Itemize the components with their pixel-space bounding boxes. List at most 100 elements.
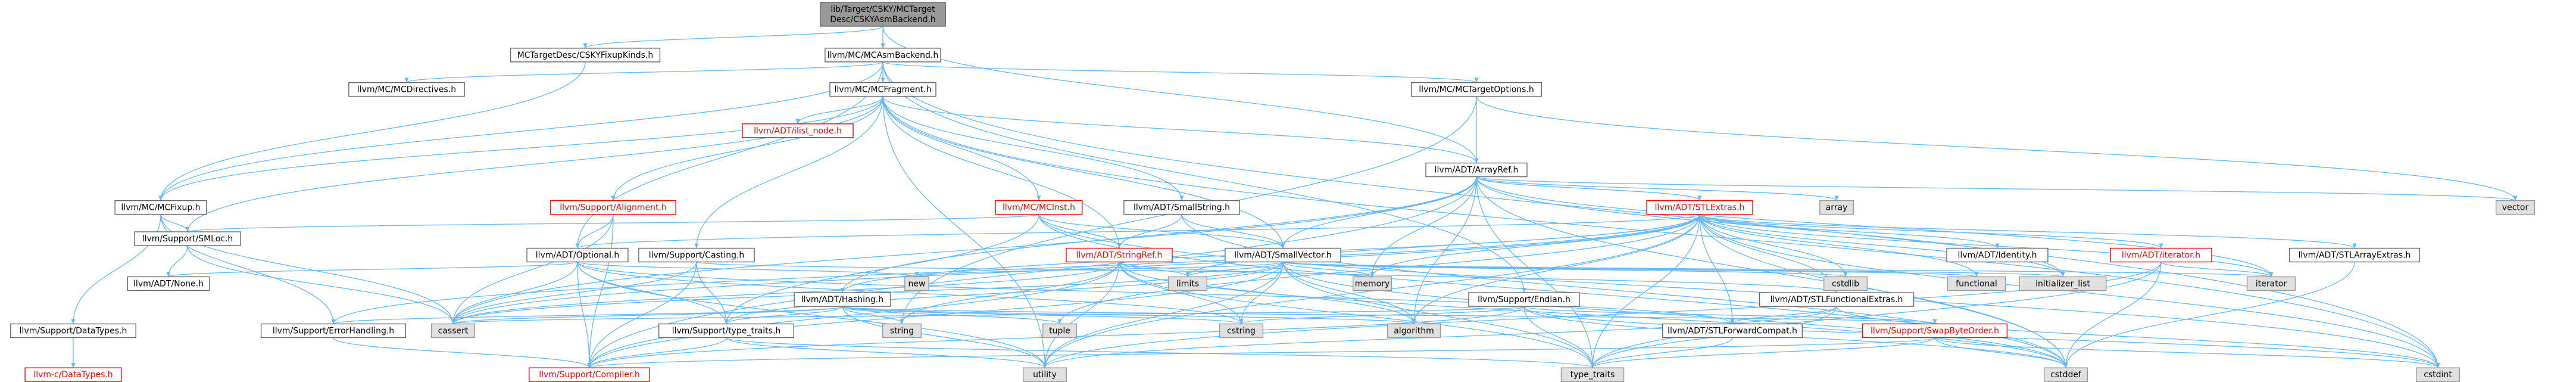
node-label: llvm/ADT/iterator.h	[2122, 251, 2200, 260]
node-stlfunctional[interactable]: llvm/ADT/STLFunctionalExtras.h	[1759, 292, 1915, 307]
edge-stlextras-to-cstdlib	[1699, 214, 1848, 277]
node-box	[1022, 367, 1067, 382]
node-stlextras: llvm/ADT/STLExtras.h	[1646, 200, 1753, 215]
node-label: llvm/ADT/Hashing.h	[801, 295, 883, 305]
node-box	[794, 292, 891, 307]
node-box	[1123, 200, 1240, 215]
edge-optional-to-adtnone	[166, 261, 578, 278]
node-box	[1352, 276, 1392, 291]
node-box	[1646, 200, 1753, 215]
node-targetoptions[interactable]: llvm/MC/MCTargetOptions.h	[1411, 82, 1542, 97]
edge-stlforward-to-typetraitsstd	[1590, 337, 1733, 368]
node-cstring: cstring	[1219, 323, 1264, 338]
node-box	[658, 323, 794, 338]
node-box	[2246, 276, 2296, 291]
node-smloc[interactable]: llvm/Support/SMLoc.h	[134, 231, 241, 246]
node-datatypes[interactable]: llvm/Support/DataTypes.h	[10, 323, 136, 338]
node-label: string	[890, 327, 914, 336]
node-label: lib/Target/CSKY/MCTarget	[830, 5, 935, 14]
node-endian[interactable]: llvm/Support/Endian.h	[1468, 292, 1580, 307]
node-box	[510, 48, 661, 63]
node-stlarrayextras[interactable]: llvm/ADT/STLArrayExtras.h	[2289, 247, 2420, 263]
node-utility: utility	[1022, 367, 1067, 382]
node-box	[1066, 247, 1173, 263]
node-mcdirectives[interactable]: llvm/MC/MCDirectives.h	[348, 82, 465, 97]
node-box	[1411, 82, 1542, 97]
edge-stringref-to-cassert	[451, 262, 1120, 324]
edge-arrayref-to-typetraitsstd	[1476, 176, 1595, 368]
edge-smallvector-to-typetraitsstd	[1282, 262, 1595, 368]
edge-alignment-to-compiler	[587, 214, 614, 368]
edge-mcfragment-to-ilistnode	[795, 96, 883, 125]
node-mcinst: llvm/MC/MCInst.h	[995, 200, 1083, 215]
node-box	[1042, 323, 1077, 338]
node-smallvector[interactable]: llvm/ADT/SmallVector.h	[1225, 247, 1341, 263]
node-label: llvm/Support/Compiler.h	[539, 370, 640, 380]
edge-swapbyte-to-typetraitsstd	[1590, 337, 1935, 368]
node-errorhandling[interactable]: llvm/Support/ErrorHandling.h	[260, 323, 407, 338]
edge-stringref-to-cstddef	[1119, 262, 2068, 368]
node-label: vector	[2502, 203, 2529, 213]
node-box	[2110, 247, 2212, 263]
node-alignment: llvm/Support/Alignment.h	[550, 200, 676, 215]
node-box	[430, 323, 476, 338]
edge-stlfunctional-to-cstdint	[1836, 306, 2440, 368]
edge-typetraits-to-utility	[726, 337, 1047, 368]
node-box	[1225, 247, 1341, 263]
node-casting[interactable]: llvm/Support/Casting.h	[638, 247, 755, 263]
edge-stlextras-to-initlist	[1699, 214, 2065, 277]
node-box	[1946, 247, 2049, 263]
node-mcfixup[interactable]: llvm/MC/MCFixup.h	[114, 200, 207, 215]
node-label: llvm/ADT/Identity.h	[1957, 251, 2037, 260]
node-adtnone[interactable]: llvm/ADT/None.h	[127, 276, 210, 291]
node-asmbackend[interactable]: llvm/MC/MCAsmBackend.h	[825, 48, 941, 63]
node-box	[1468, 292, 1580, 307]
node-typetraits[interactable]: llvm/Support/type_traits.h	[658, 323, 794, 338]
node-smallstring[interactable]: llvm/ADT/SmallString.h	[1123, 200, 1240, 215]
edge-stlextras-to-stlarrayextras	[1699, 214, 2357, 249]
node-adtiterator: llvm/ADT/iterator.h	[2110, 247, 2212, 263]
edge-fixupkinds-to-mcfixup	[158, 61, 586, 201]
node-fixupkinds[interactable]: MCTargetDesc/CSKYFixupKinds.h	[510, 48, 661, 63]
edge-asmbackend-to-cstdint	[882, 61, 2440, 368]
node-label: llvm/Support/Casting.h	[649, 251, 745, 260]
node-hashing[interactable]: llvm/ADT/Hashing.h	[794, 292, 891, 307]
node-label: llvm-c/DataTypes.h	[33, 370, 113, 380]
node-label: llvm/ADT/STLFunctionalExtras.h	[1771, 295, 1903, 305]
edge-stlextras-to-identity	[1699, 214, 2000, 249]
edge-stringref-to-compiler	[587, 262, 1120, 368]
node-box	[1425, 162, 1528, 178]
node-algorithm: algorithm	[1387, 323, 1441, 338]
edge-arrayref-to-compiler	[587, 176, 1477, 368]
node-memory: memory	[1352, 276, 1392, 291]
edge-swapbyte-to-cstddef	[1934, 337, 2068, 368]
edge-stlextras-to-cassert	[451, 214, 1700, 324]
node-label: cstring	[1227, 327, 1256, 336]
edge-mcfragment-to-mcinst	[882, 96, 1041, 201]
node-arrayref[interactable]: llvm/ADT/ArrayRef.h	[1425, 162, 1528, 178]
node-box	[550, 200, 676, 215]
node-stlforward[interactable]: llvm/ADT/STLForwardCompat.h	[1662, 323, 1803, 338]
edge-typetraits-to-compiler	[587, 337, 727, 368]
edge-hashing-to-algorithm	[842, 306, 1416, 325]
edge-casting-to-cassert	[451, 262, 697, 324]
node-cstdint: cstdint	[2415, 367, 2461, 382]
node-label: cstdlib	[1832, 279, 1859, 288]
node-box	[1819, 200, 1854, 215]
node-label: type_traits	[1570, 370, 1615, 380]
node-identity[interactable]: llvm/ADT/Identity.h	[1946, 247, 2049, 263]
node-initlist: initializer_list	[2019, 276, 2107, 291]
edge-smallvector-to-functional	[1282, 261, 1978, 278]
node-mcfragment[interactable]: llvm/MC/MCFragment.h	[829, 82, 936, 97]
node-optional[interactable]: llvm/ADT/Optional.h	[526, 247, 629, 263]
edge-stlextras-to-adtiterator	[1699, 214, 2163, 249]
edge-hashing-to-typetraits	[724, 306, 843, 325]
node-label: llvm/MC/MCDirectives.h	[357, 85, 456, 95]
edge-asmbackend-to-mcdirectives	[404, 61, 883, 83]
edge-optional-to-cstring	[577, 262, 1244, 324]
node-box	[742, 123, 854, 138]
node-label: llvm/ADT/STLArrayExtras.h	[2299, 251, 2411, 260]
edge-swapbyte-to-compiler	[588, 337, 1935, 368]
edge-mcfixup-to-smloc	[160, 214, 190, 232]
